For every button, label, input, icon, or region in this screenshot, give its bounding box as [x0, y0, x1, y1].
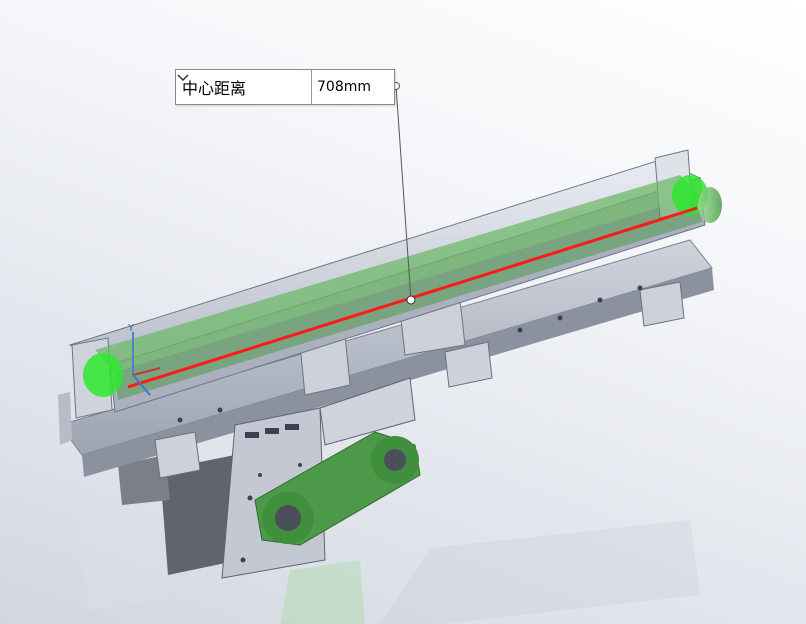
measure-callout: 中心距离 708mm — [175, 69, 395, 105]
motor — [118, 455, 240, 575]
triad-y-label: Y — [127, 323, 135, 334]
chevron-down-icon — [177, 74, 189, 82]
measure-value-field: 708mm — [312, 70, 394, 104]
fasteners — [177, 285, 643, 563]
floor-reflection — [75, 470, 700, 624]
measure-mode-dropdown[interactable]: 中心距离 — [176, 70, 312, 104]
end-pulleys — [83, 175, 722, 397]
measure-mode-label: 中心距离 — [182, 79, 247, 98]
measure-midpoint-icon — [406, 295, 416, 305]
drive-belt — [254, 431, 421, 546]
leader-line — [395, 85, 412, 301]
coordinate-triad-icon: Y — [127, 323, 161, 396]
measure-value: 708mm — [317, 79, 371, 95]
